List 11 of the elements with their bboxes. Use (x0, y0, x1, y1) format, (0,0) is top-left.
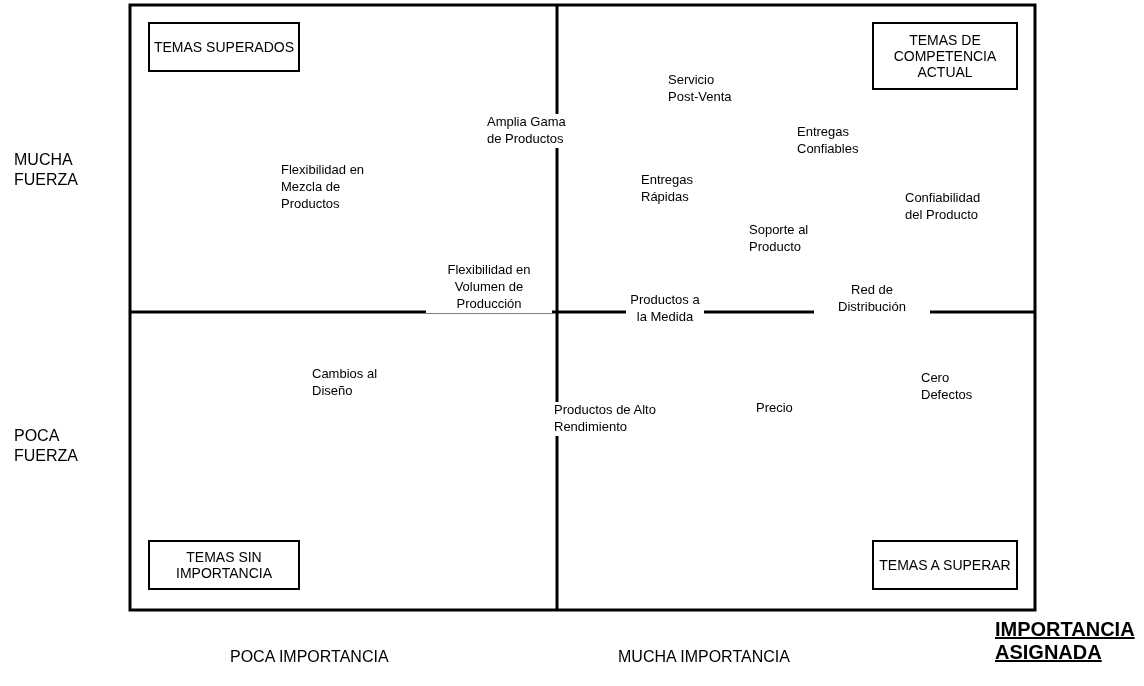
axis-label: MUCHA IMPORTANCIA (618, 647, 791, 667)
axis-title: IMPORTANCIA ASIGNADA (995, 618, 1136, 664)
quadrant-title: TEMAS DE COMPETENCIA ACTUAL (872, 22, 1018, 90)
axis-label: MUCHA FUERZA (14, 150, 79, 190)
item-label: Red de Distribución (814, 282, 930, 316)
quadrant-title: TEMAS A SUPERAR (872, 540, 1018, 590)
quadrant-title: TEMAS SIN IMPORTANCIA (148, 540, 300, 590)
axis-label: POCA FUERZA (14, 426, 79, 466)
axis-label: POCA IMPORTANCIA (230, 647, 390, 667)
quadrant-title: TEMAS SUPERADOS (148, 22, 300, 72)
item-label: Flexibilidad en Volumen de Producción (426, 262, 552, 313)
